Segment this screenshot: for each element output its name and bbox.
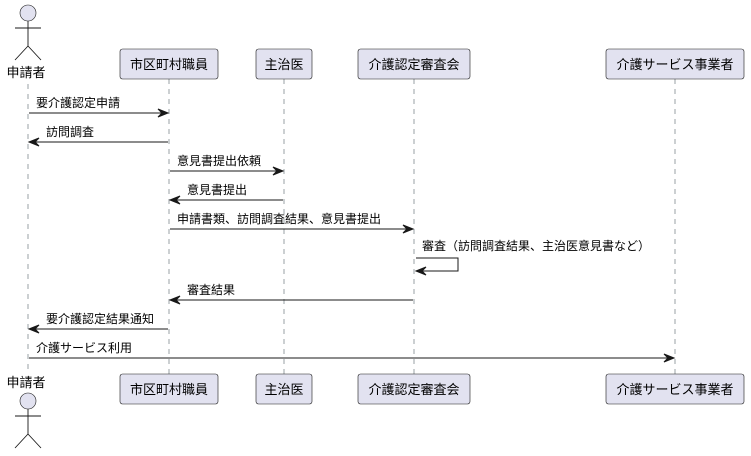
actor-label: 申請者 <box>6 66 45 81</box>
participant-box <box>357 48 471 80</box>
participant-provider-bottom: 介護サービス事業者 <box>605 373 745 405</box>
participant-box <box>605 373 745 405</box>
participant-box <box>119 373 219 405</box>
message-label: 申請書類、訪問調査結果、意見書提出 <box>177 211 381 226</box>
participant-municipal-bottom: 市区町村職員 <box>119 373 219 405</box>
message-2: 訪問調査 <box>27 124 168 147</box>
participant-box <box>255 48 313 80</box>
message-4: 意見書提出 <box>168 182 283 205</box>
message-8: 要介護認定結果通知 <box>27 311 168 334</box>
participant-board-bottom: 介護認定審査会 <box>357 373 471 405</box>
actor-applicant-top: 申請者 <box>6 4 46 81</box>
participant-doctor-top: 主治医 <box>255 48 313 80</box>
message-label: 訪問調査 <box>46 124 94 139</box>
message-label: 意見書提出依頼 <box>177 153 261 168</box>
message-label: 要介護認定結果通知 <box>46 311 154 326</box>
message-label: 介護サービス利用 <box>36 340 132 355</box>
participant-label: 主治医 <box>264 383 303 398</box>
participant-label: 市区町村職員 <box>130 57 208 73</box>
actor-applicant-bottom: 申請者 <box>6 376 46 449</box>
actor-body-icon <box>14 409 42 449</box>
actor-head-icon <box>19 4 37 22</box>
arrowhead-icon <box>157 108 170 118</box>
participant-label: 介護認定審査会 <box>368 382 459 398</box>
participant-label: 主治医 <box>264 58 303 73</box>
arrowhead-icon <box>27 137 40 147</box>
arrowhead-icon <box>168 195 181 205</box>
participant-box <box>119 48 219 80</box>
arrowhead-icon <box>168 295 181 305</box>
participant-provider-top: 介護サービス事業者 <box>605 48 745 80</box>
participant-box <box>255 373 313 405</box>
arrowhead-icon <box>27 324 40 334</box>
participant-doctor-bottom: 主治医 <box>255 373 313 405</box>
participant-box <box>357 373 471 405</box>
message-label: 審査結果 <box>187 282 235 297</box>
arrowhead-icon <box>402 224 415 234</box>
message-label: 要介護認定申請 <box>36 95 120 110</box>
message-9: 介護サービス利用 <box>29 340 676 363</box>
participant-board-top: 介護認定審査会 <box>357 48 471 80</box>
participant-label: 介護サービス事業者 <box>616 57 733 73</box>
message-3: 意見書提出依頼 <box>170 153 285 176</box>
participant-box <box>605 48 745 80</box>
participant-label: 介護認定審査会 <box>368 57 459 73</box>
message-label: 審査（訪問調査結果、主治医意見書など） <box>422 238 650 253</box>
arrowhead-icon <box>414 266 427 276</box>
actor-head-icon <box>19 392 37 410</box>
message-line <box>416 257 459 272</box>
participant-label: 市区町村職員 <box>130 382 208 398</box>
arrowhead-icon <box>272 166 285 176</box>
participant-label: 介護サービス事業者 <box>616 382 733 398</box>
actor-label: 申請者 <box>6 376 45 391</box>
arrowhead-icon <box>663 353 676 363</box>
participant-municipal-top: 市区町村職員 <box>119 48 219 80</box>
message-6: 審査（訪問調査結果、主治医意見書など） <box>414 238 650 276</box>
actor-body-icon <box>14 21 42 61</box>
message-label: 意見書提出 <box>187 182 247 197</box>
message-7: 審査結果 <box>168 282 413 305</box>
message-5: 申請書類、訪問調査結果、意見書提出 <box>170 211 415 234</box>
message-1: 要介護認定申請 <box>29 95 170 118</box>
